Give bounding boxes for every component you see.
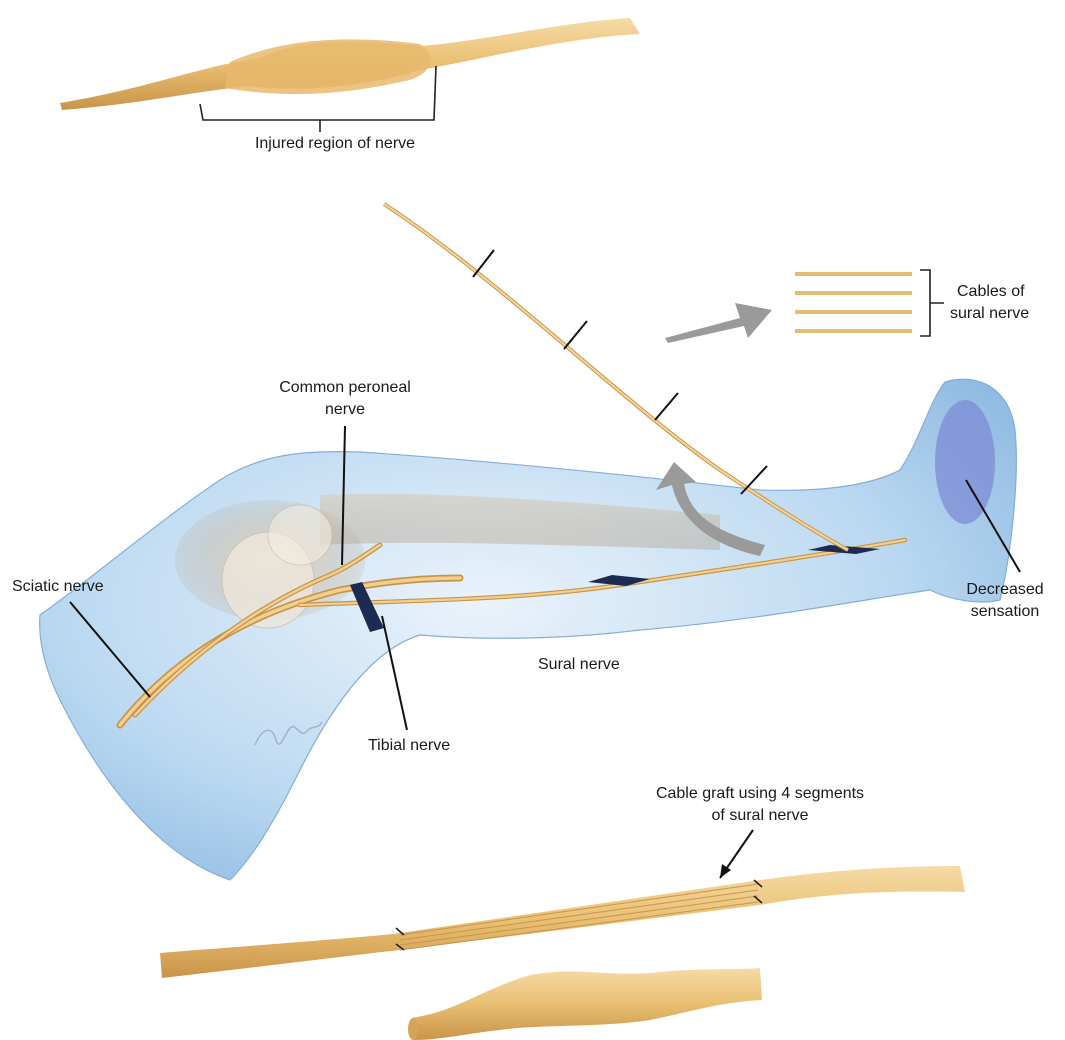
label-decreased-line1: Decreased: [950, 580, 1060, 600]
label-common-peroneal-line2: nerve: [250, 400, 440, 420]
label-sciatic-nerve: Sciatic nerve: [12, 577, 104, 597]
label-decreased-line2: sensation: [950, 602, 1060, 622]
label-cables-line2: sural nerve: [950, 304, 1029, 324]
label-tibial-nerve: Tibial nerve: [368, 736, 450, 756]
injured-nerve-top: [60, 18, 640, 110]
label-sural-nerve: Sural nerve: [538, 655, 620, 675]
excised-injured-segment: [408, 968, 762, 1040]
label-cables-line1: Cables of: [957, 282, 1025, 302]
cable-graft-bottom: [160, 866, 965, 978]
label-cable-graft-line2: of sural nerve: [610, 806, 910, 826]
cables-bracket: [920, 270, 944, 336]
sural-cables: [795, 274, 912, 331]
label-injured-region: Injured region of nerve: [220, 134, 450, 154]
arrow-to-cables: [665, 303, 772, 343]
label-cable-graft-line1: Cable graft using 4 segments: [610, 784, 910, 804]
leg-illustration: [40, 379, 1017, 880]
label-common-peroneal-line1: Common peroneal: [250, 378, 440, 398]
decreased-sensation-patch: [935, 400, 995, 524]
